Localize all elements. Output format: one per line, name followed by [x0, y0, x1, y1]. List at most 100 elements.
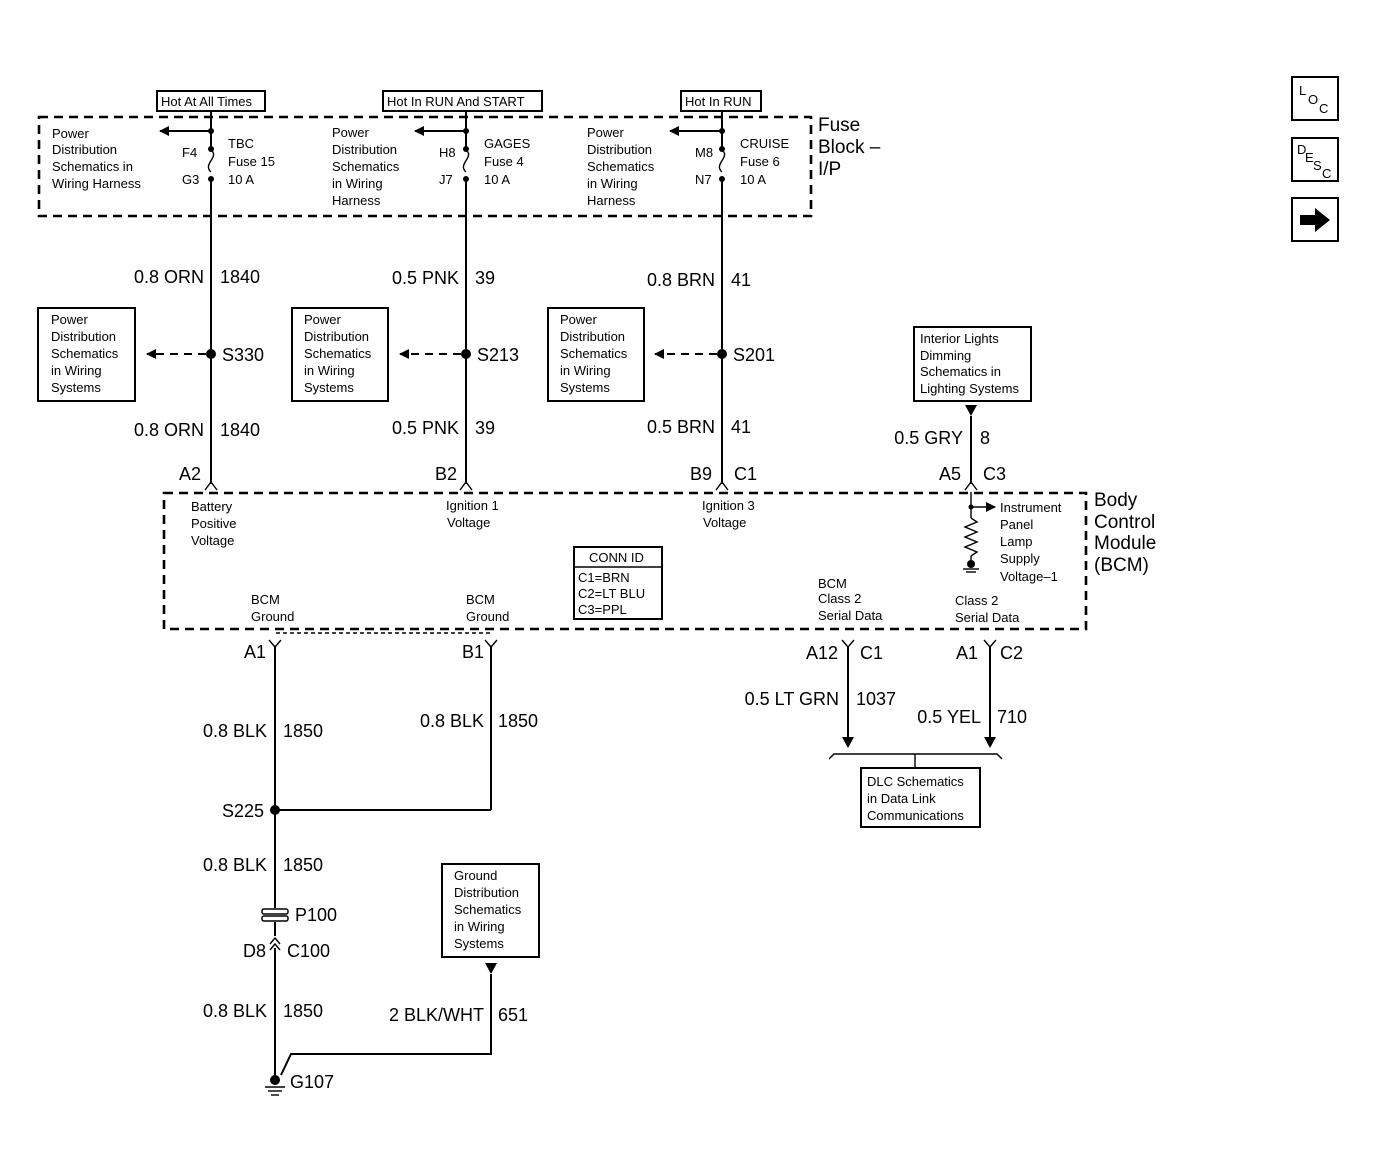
hot-in-run-and-start-label: Hot In RUN And START — [382, 90, 543, 112]
svg-text:0.8 BLK: 0.8 BLK — [203, 855, 267, 875]
svg-text:0.8 ORN: 0.8 ORN — [134, 267, 204, 287]
svg-text:A1: A1 — [244, 642, 266, 662]
svg-text:Voltage: Voltage — [703, 515, 746, 530]
svg-text:Distribution: Distribution — [587, 142, 652, 157]
svg-text:Distribution: Distribution — [332, 142, 397, 157]
svg-text:Distribution: Distribution — [51, 329, 116, 344]
bcm-class2-serial-data: BCM Class 2 Serial Data — [818, 576, 883, 623]
svg-text:39: 39 — [475, 268, 495, 288]
svg-text:0.5 PNK: 0.5 PNK — [392, 418, 459, 438]
svg-text:Voltage–1: Voltage–1 — [1000, 569, 1058, 584]
svg-text:C2=LT BLU: C2=LT BLU — [578, 586, 645, 601]
wire-label-39-top: 0.5 PNK 39 — [392, 268, 495, 288]
svg-text:C: C — [1319, 101, 1328, 116]
bcm-ground-2: BCM Ground — [466, 592, 509, 624]
svg-text:Ignition 3: Ignition 3 — [702, 498, 755, 513]
power-distribution-ref-2: Power Distribution Schematics in Wiring … — [332, 125, 400, 208]
svg-text:Power: Power — [52, 126, 90, 141]
svg-text:Panel: Panel — [1000, 517, 1033, 532]
svg-text:Power: Power — [587, 125, 625, 140]
svg-text:1840: 1840 — [220, 267, 260, 287]
svg-text:Power: Power — [560, 312, 598, 327]
svg-text:CRUISE: CRUISE — [740, 136, 789, 151]
splice-s213: S213 — [399, 345, 519, 365]
svg-text:Lamp: Lamp — [1000, 534, 1033, 549]
svg-text:1850: 1850 — [283, 1001, 323, 1021]
bcm-ip-lamp-supply: Instrument Panel Lamp Supply Voltage–1 — [963, 492, 1062, 584]
pd-systems-box-3: Power Distribution Schematics in Wiring … — [547, 307, 645, 402]
svg-text:Wiring Harness: Wiring Harness — [52, 176, 141, 191]
svg-text:Ground: Ground — [251, 609, 294, 624]
wire-label-1850-d8: 0.8 BLK 1850 — [203, 1001, 323, 1021]
splice-s330: S330 — [146, 345, 264, 365]
bcm-battery-positive-voltage: Battery Positive Voltage — [191, 499, 237, 548]
svg-text:1850: 1850 — [283, 855, 323, 875]
svg-text:Hot In RUN And START: Hot In RUN And START — [387, 94, 525, 109]
svg-text:A2: A2 — [179, 464, 201, 484]
svg-text:Fuse 4: Fuse 4 — [484, 154, 524, 169]
svg-text:Harness: Harness — [332, 193, 381, 208]
location-button[interactable]: L O C — [1291, 76, 1339, 121]
svg-text:0.8 BLK: 0.8 BLK — [203, 1001, 267, 1021]
next-arrow-button[interactable] — [1291, 197, 1339, 242]
svg-text:10 A: 10 A — [228, 172, 254, 187]
svg-text:Schematics in: Schematics in — [52, 159, 133, 174]
svg-text:Distribution: Distribution — [560, 329, 625, 344]
svg-text:Distribution: Distribution — [304, 329, 369, 344]
svg-text:710: 710 — [997, 707, 1027, 727]
connector-p100: P100 — [261, 905, 337, 925]
svg-text:Systems: Systems — [454, 936, 504, 951]
svg-text:S330: S330 — [222, 345, 264, 365]
svg-text:Class 2: Class 2 — [818, 591, 861, 606]
svg-text:651: 651 — [498, 1005, 528, 1025]
svg-text:Hot In RUN: Hot In RUN — [685, 94, 751, 109]
svg-text:in Wiring: in Wiring — [304, 363, 355, 378]
wire-label-1840-bot: 0.8 ORN 1840 — [134, 420, 260, 440]
wire-label-1037: 0.5 LT GRN 1037 — [745, 689, 896, 709]
svg-text:BCM: BCM — [251, 592, 280, 607]
svg-text:BCM: BCM — [818, 576, 847, 591]
wire-label-1850-a1: 0.8 BLK 1850 — [203, 721, 323, 741]
svg-text:2 BLK/WHT: 2 BLK/WHT — [389, 1005, 484, 1025]
svg-text:GAGES: GAGES — [484, 136, 531, 151]
svg-text:Ground: Ground — [466, 609, 509, 624]
svg-text:D: D — [1297, 142, 1306, 157]
svg-text:Schematics: Schematics — [51, 346, 119, 361]
svg-text:I/P: I/P — [818, 159, 841, 180]
pd-systems-box-2: Power Distribution Schematics in Wiring … — [291, 307, 389, 402]
ground-distribution-ref: Ground Distribution Schematics in Wiring… — [441, 863, 540, 974]
conn-id-box: CONN ID C1=BRN C2=LT BLU C3=PPL — [573, 546, 663, 620]
svg-text:J7: J7 — [439, 172, 453, 187]
wire-label-1840-top: 0.8 ORN 1840 — [134, 267, 260, 287]
svg-text:8: 8 — [980, 428, 990, 448]
svg-text:Module: Module — [1094, 533, 1156, 554]
svg-text:Serial Data: Serial Data — [955, 610, 1020, 625]
wire-label-1850-b1: 0.8 BLK 1850 — [420, 711, 538, 731]
svg-text:1840: 1840 — [220, 420, 260, 440]
svg-text:Battery: Battery — [191, 499, 233, 514]
bcm-outline — [162, 491, 1088, 631]
svg-text:F4: F4 — [182, 145, 197, 160]
wire-label-1850-s225: 0.8 BLK 1850 — [203, 855, 323, 875]
svg-text:A5: A5 — [939, 464, 961, 484]
description-button[interactable]: D E S C — [1291, 137, 1339, 182]
fuse-cruise: M8 N7 CRUISE Fuse 6 10 A — [669, 126, 789, 484]
power-distribution-ref-1: Power Distribution Schematics in Wiring … — [52, 126, 141, 191]
svg-text:0.8 ORN: 0.8 ORN — [134, 420, 204, 440]
svg-text:41: 41 — [731, 417, 751, 437]
svg-text:M8: M8 — [695, 145, 713, 160]
svg-text:Instrument: Instrument — [1000, 500, 1062, 515]
svg-text:Schematics: Schematics — [304, 346, 372, 361]
svg-text:S213: S213 — [477, 345, 519, 365]
svg-text:Power: Power — [332, 125, 370, 140]
svg-text:C3=PPL: C3=PPL — [578, 602, 627, 617]
arrow-right-icon — [1300, 208, 1330, 232]
svg-text:A12: A12 — [806, 643, 838, 663]
svg-text:DLC Schematics: DLC Schematics — [867, 774, 964, 789]
svg-text:Distribution: Distribution — [52, 142, 117, 157]
bcm-ground-1: BCM Ground — [251, 592, 294, 624]
svg-text:0.8 BRN: 0.8 BRN — [647, 270, 715, 290]
svg-text:C100: C100 — [287, 941, 330, 961]
svg-text:C: C — [1322, 166, 1331, 181]
svg-text:(BCM): (BCM) — [1094, 555, 1149, 576]
